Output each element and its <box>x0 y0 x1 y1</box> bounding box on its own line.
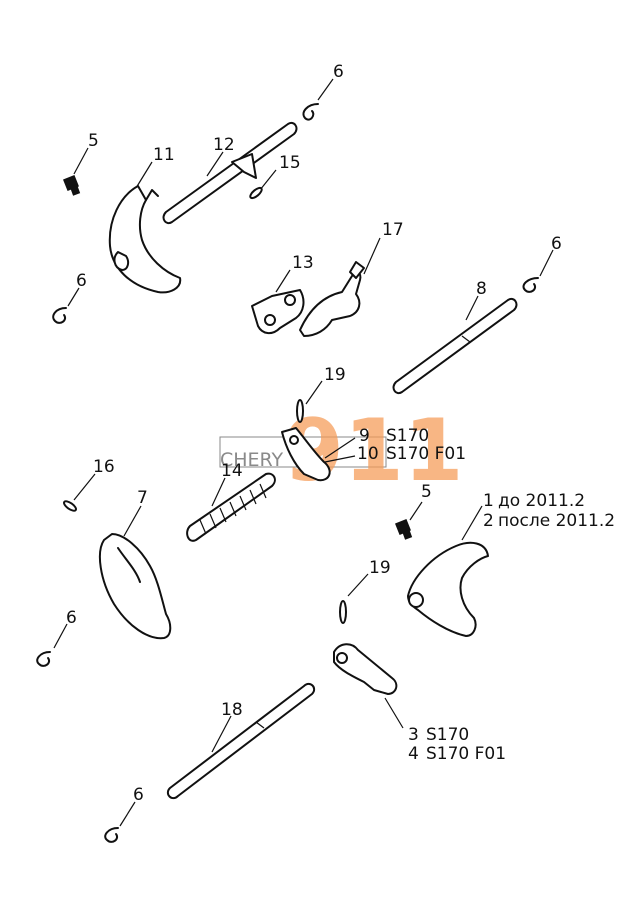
variant-note-10: S170 F01 <box>386 444 466 464</box>
leader-lines <box>53 78 554 827</box>
clip-6-top <box>302 103 319 121</box>
variant-note-3: S170 <box>426 725 469 745</box>
pin-19-bottom <box>339 600 347 624</box>
variant-note-9: S170 <box>386 426 429 446</box>
fork-3-4 <box>333 643 398 695</box>
clip-6-bottom <box>104 827 119 843</box>
callout-labels: 6 5 11 12 15 6 13 17 6 8 19 9 S170 10 S1… <box>66 62 615 805</box>
callout-14: 14 <box>221 461 243 481</box>
callout-17: 17 <box>382 220 404 240</box>
callout-12: 12 <box>213 135 235 155</box>
variant-note-2: после 2011.2 <box>498 511 615 531</box>
lever-17 <box>299 261 365 337</box>
shaft-18 <box>166 682 316 800</box>
fork-1-2 <box>407 541 489 637</box>
fork-7 <box>98 533 172 640</box>
callout-9: 9 <box>359 426 370 446</box>
watermark-brand: CHERY <box>220 449 284 471</box>
callout-2: 2 <box>483 511 494 531</box>
bolt-5-top <box>63 175 81 196</box>
shaft-12 <box>162 122 298 224</box>
fork-9-10 <box>281 427 331 482</box>
callout-6-mid: 6 <box>66 608 77 628</box>
callout-13: 13 <box>292 253 314 273</box>
callout-5-right: 5 <box>421 482 432 502</box>
callout-4: 4 <box>408 744 419 764</box>
clip-6-left <box>52 307 67 324</box>
callout-1: 1 <box>483 491 494 511</box>
callout-6-left: 6 <box>76 271 87 291</box>
callout-15: 15 <box>279 153 301 173</box>
callout-16: 16 <box>93 457 115 477</box>
block-13 <box>251 289 305 334</box>
shaft-8 <box>392 298 518 394</box>
callout-6-top: 6 <box>333 62 344 82</box>
variant-note-1: до 2011.2 <box>498 491 585 511</box>
callout-5-top: 5 <box>88 131 99 151</box>
callout-19-bottom: 19 <box>369 558 391 578</box>
callout-18: 18 <box>221 700 243 720</box>
callout-10: 10 <box>357 444 379 464</box>
fork-11 <box>108 185 182 294</box>
callout-8: 8 <box>476 279 487 299</box>
clip-6-mid <box>36 651 51 667</box>
callout-6-bottom: 6 <box>133 785 144 805</box>
callout-7: 7 <box>137 488 148 508</box>
callout-6-right: 6 <box>551 234 562 254</box>
clip-6-right <box>522 277 539 293</box>
pin-16 <box>63 500 77 512</box>
bolt-5-right <box>395 519 413 540</box>
callout-11: 11 <box>153 145 175 165</box>
spring-14 <box>186 472 276 542</box>
callout-3: 3 <box>408 725 419 745</box>
callout-19-top: 19 <box>324 365 346 385</box>
pin-15 <box>249 186 263 200</box>
pin-19-top <box>296 399 304 423</box>
variant-note-4: S170 F01 <box>426 744 506 764</box>
